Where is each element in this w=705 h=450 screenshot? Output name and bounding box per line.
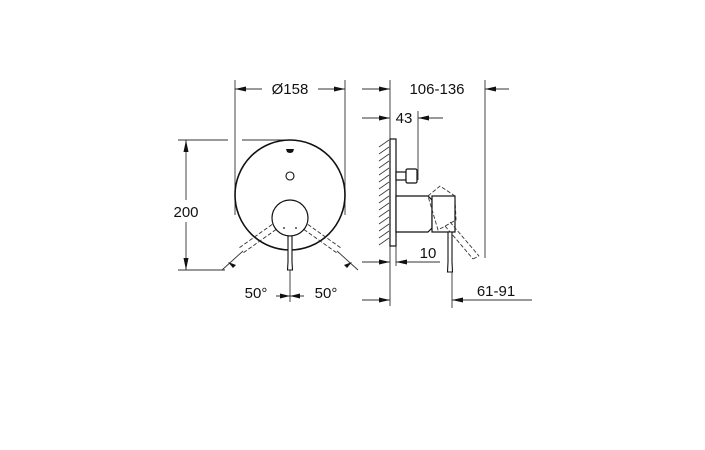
plate-offset-dimension: 10 — [362, 245, 440, 266]
lever-projection-label: 61-91 — [477, 283, 515, 300]
plate-offset-label: 10 — [420, 245, 437, 262]
depth-dimension: 106-136 — [362, 80, 509, 258]
front-view: Ø158 200 — [173, 80, 359, 302]
height-label: 200 — [173, 204, 198, 221]
wall-hatching — [378, 139, 390, 246]
escutcheon-plate — [389, 138, 397, 247]
diverter-knob — [405, 168, 418, 184]
depth-label: 106-136 — [409, 81, 464, 98]
lever-rotation-ghost — [221, 220, 359, 271]
angle-left-label: 50° — [245, 285, 268, 302]
diverter-stem — [395, 171, 407, 181]
diverter-notch-icon — [286, 149, 294, 153]
diameter-dimension: Ø158 — [234, 80, 346, 215]
indicator-circle — [285, 171, 295, 181]
valve-body — [395, 195, 433, 233]
diameter-label: Ø158 — [272, 81, 309, 98]
handle-hub — [271, 199, 309, 237]
lever-side — [446, 231, 454, 273]
stem-label: 43 — [396, 110, 413, 127]
side-view: 106-136 43 — [362, 80, 532, 308]
height-dimension: 200 — [173, 139, 290, 271]
stem-dimension: 43 — [362, 110, 443, 180]
handle-cap — [431, 195, 456, 233]
angle-right-label: 50° — [315, 285, 338, 302]
lever-projection-dimension: 61-91 — [362, 272, 532, 308]
lever-handle — [286, 235, 294, 271]
